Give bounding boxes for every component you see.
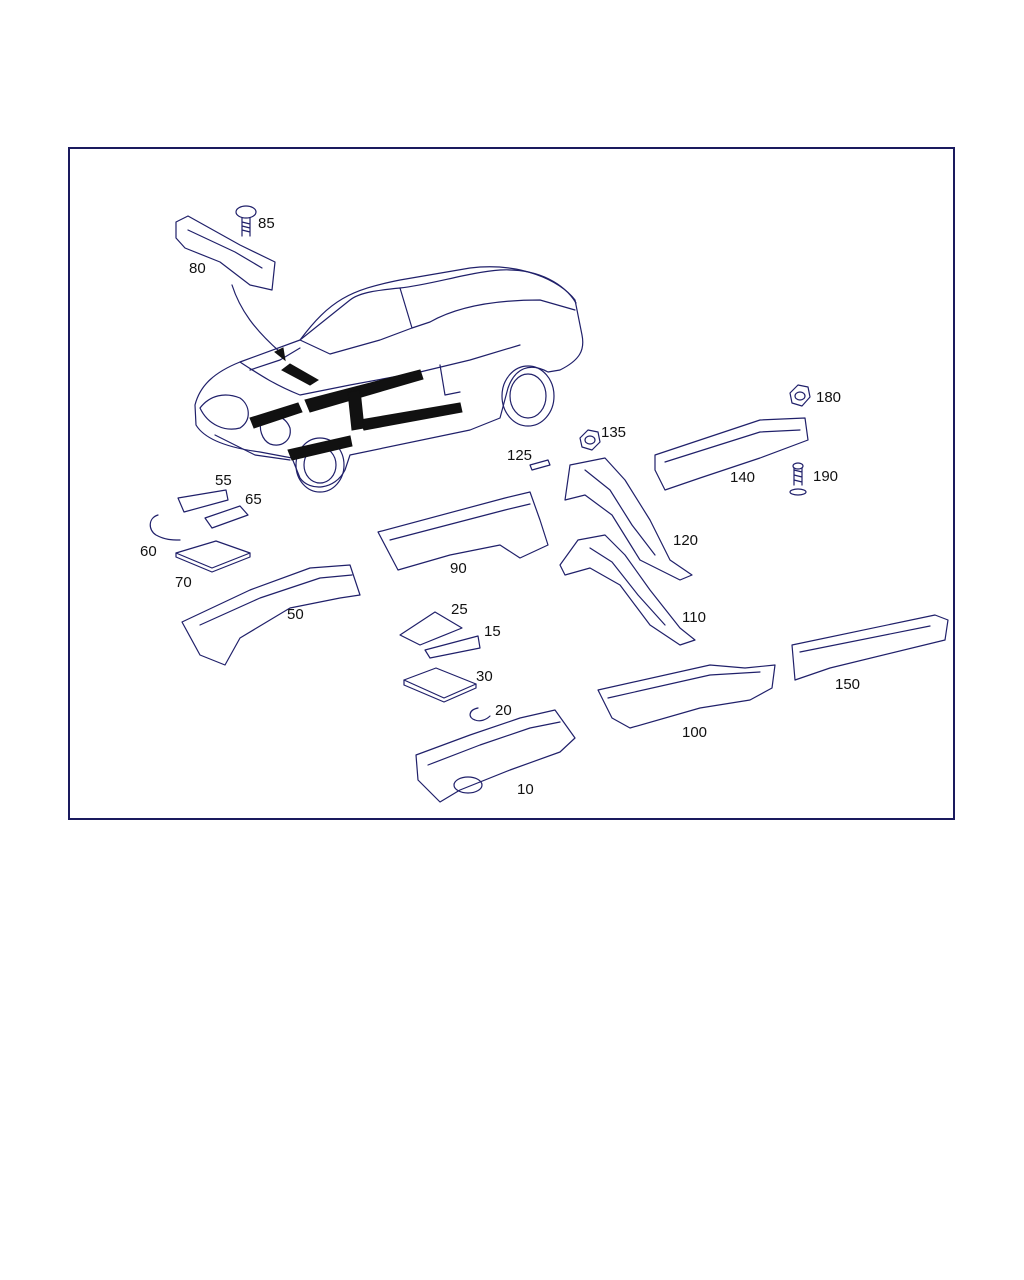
part-70 <box>175 540 251 573</box>
part-135-nut <box>579 429 601 451</box>
part-190-bolt <box>789 462 807 496</box>
callout-30: 30 <box>476 668 493 685</box>
callout-labels: 85 80 180 135 125 140 190 55 65 60 120 7… <box>140 215 860 798</box>
pointer-arrow <box>231 284 281 353</box>
part-110 <box>559 534 696 646</box>
callout-180: 180 <box>816 389 841 406</box>
callout-120: 120 <box>673 532 698 549</box>
part-125 <box>529 459 551 471</box>
part-25 <box>399 611 463 646</box>
callout-190: 190 <box>813 468 838 485</box>
callout-10: 10 <box>517 781 534 798</box>
arrow-head <box>274 347 286 362</box>
callout-100: 100 <box>682 724 707 741</box>
callout-25: 25 <box>451 601 468 618</box>
part-150 <box>791 614 949 681</box>
callout-110: 110 <box>682 609 706 626</box>
callout-80: 80 <box>189 260 206 277</box>
callout-135: 135 <box>601 424 626 441</box>
callout-70: 70 <box>175 574 192 591</box>
part-85-bolt <box>235 205 257 237</box>
callout-125: 125 <box>507 447 532 464</box>
callout-140: 140 <box>730 469 755 486</box>
part-20 <box>469 707 491 722</box>
callout-150: 150 <box>835 676 860 693</box>
callout-20: 20 <box>495 702 512 719</box>
callout-55: 55 <box>215 472 232 489</box>
part-30 <box>403 667 477 703</box>
part-120 <box>564 457 693 581</box>
callout-60: 60 <box>140 543 157 560</box>
part-65 <box>204 505 249 529</box>
part-100 <box>597 664 776 729</box>
part-140 <box>654 417 809 491</box>
callout-90: 90 <box>450 560 467 577</box>
part-60 <box>149 514 181 541</box>
callout-15: 15 <box>484 623 501 640</box>
part-180-nut <box>789 384 811 407</box>
car-illustration <box>194 266 584 493</box>
part-10 <box>415 709 576 803</box>
part-80 <box>175 215 276 291</box>
part-50 <box>181 564 361 666</box>
part-55 <box>177 489 229 513</box>
part-15 <box>424 635 481 659</box>
callout-65: 65 <box>245 491 262 508</box>
callout-85: 85 <box>258 215 275 232</box>
highlighted-floor-parts <box>249 363 463 461</box>
callout-50: 50 <box>287 606 304 623</box>
part-90 <box>377 491 549 571</box>
